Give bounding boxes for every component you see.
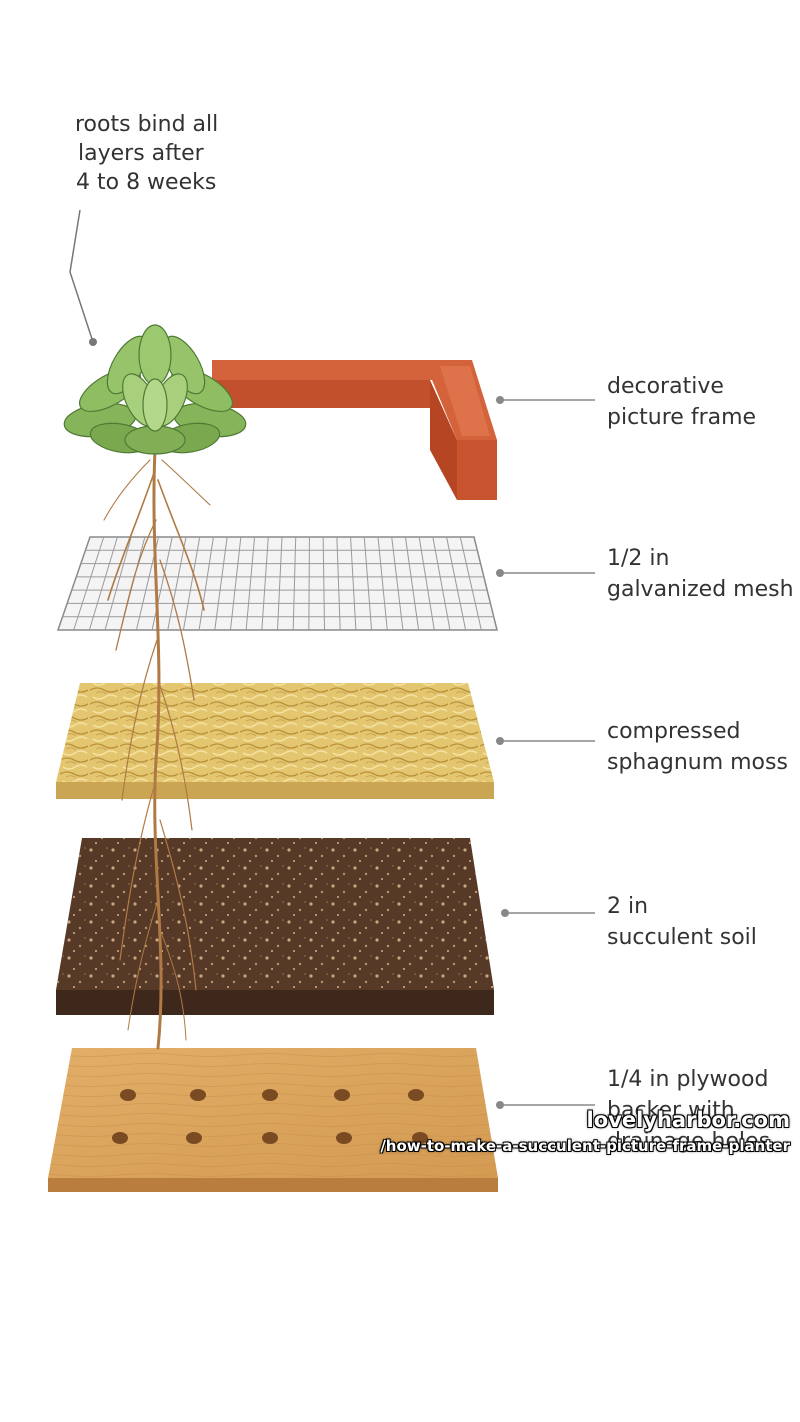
- annotation-line: roots bind all: [75, 112, 219, 137]
- drainage-hole: [408, 1089, 424, 1101]
- drainage-hole: [120, 1089, 136, 1101]
- galvanized-mesh: [56, 536, 498, 631]
- drainage-hole: [334, 1089, 350, 1101]
- label-line: 1/2 in: [607, 546, 670, 571]
- label-line: galvanized mesh: [607, 577, 794, 602]
- label-line: compressed: [607, 719, 741, 744]
- label-line: sphagnum moss: [607, 750, 788, 775]
- drainage-hole: [112, 1132, 128, 1144]
- drainage-hole: [262, 1089, 278, 1101]
- drainage-hole: [262, 1132, 278, 1144]
- watermark-domain: lovelyharbor.com: [586, 1108, 790, 1132]
- label-line: picture frame: [607, 405, 757, 430]
- plywood-backer: [48, 1048, 498, 1192]
- label-succulent-soil: 2 in succulent soil: [607, 891, 757, 953]
- label-galvanized-mesh: 1/2 in galvanized mesh: [607, 543, 794, 605]
- label-line: drainage holes: [607, 1129, 771, 1154]
- callout-dots: [496, 396, 509, 1109]
- label-line: succulent soil: [607, 925, 757, 950]
- label-line: 1/4 in plywood: [607, 1067, 769, 1092]
- succulent-soil-block: [56, 838, 494, 1015]
- annotation-line: layers after: [78, 141, 204, 166]
- label-sphagnum-moss: compressed sphagnum moss: [607, 716, 788, 778]
- root-system: [103, 448, 211, 1050]
- picture-frame-corner: [212, 360, 497, 500]
- drainage-holes: [112, 1089, 428, 1144]
- roots-annotation: roots bind all layers after 4 to 8 weeks: [75, 110, 218, 197]
- label-picture-frame: decorative picture frame: [607, 371, 756, 433]
- succulent-plant: [63, 324, 247, 455]
- label-line: 2 in: [607, 894, 649, 919]
- drainage-hole: [412, 1132, 428, 1144]
- label-line: decorative: [607, 374, 724, 399]
- drainage-hole: [186, 1132, 202, 1144]
- sphagnum-moss-slab: [56, 683, 494, 799]
- label-plywood-backer: 1/4 in plywood backer with drainage hole…: [607, 1064, 770, 1157]
- drainage-hole: [190, 1089, 206, 1101]
- drainage-hole: [336, 1132, 352, 1144]
- annotation-leader: [69, 209, 97, 346]
- label-line: backer with: [607, 1098, 735, 1123]
- watermark-path: /how-to-make-a-succulent-picture-frame-p…: [380, 1137, 790, 1155]
- annotation-line: 4 to 8 weeks: [76, 170, 217, 195]
- callout-lines: [500, 399, 595, 1106]
